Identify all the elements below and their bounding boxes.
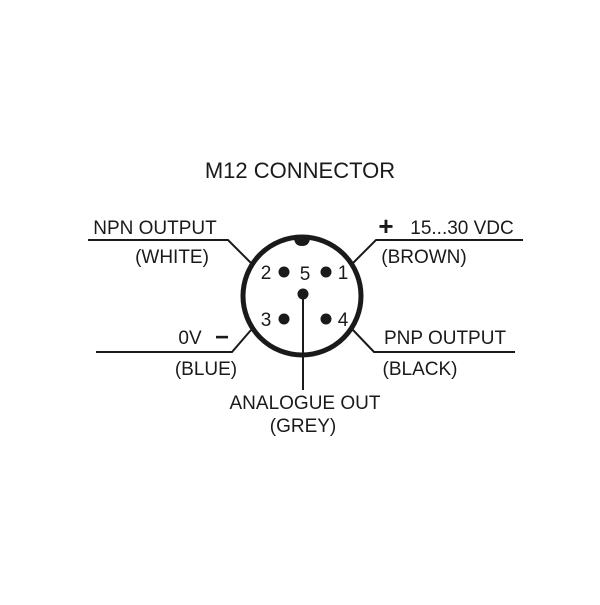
zero-volt-leader [96, 329, 252, 353]
analogue-out-color: (GREY) [270, 416, 337, 437]
supply-plus-sign: + [378, 211, 393, 241]
pin-2-contact [278, 266, 290, 278]
zero-volt-label: 0V [178, 328, 202, 349]
pnp-output-leader [352, 329, 515, 353]
pnp-output-color: (BLACK) [383, 359, 458, 380]
pin-3-number: 3 [261, 310, 272, 331]
npn-output-leader [88, 239, 252, 264]
supply-color: (BROWN) [381, 247, 466, 268]
pin-4-contact [320, 313, 332, 325]
npn-output-color: (WHITE) [135, 247, 209, 268]
analogue-out-label: ANALOGUE OUT [230, 393, 381, 414]
npn-output-label: NPN OUTPUT [93, 218, 217, 239]
pnp-output-label: PNP OUTPUT [384, 328, 507, 349]
pin-1-contact [320, 266, 332, 278]
zero-volt-color: (BLUE) [175, 359, 237, 380]
supply-leader [352, 239, 523, 264]
pin-5-number: 5 [300, 264, 311, 285]
pin-2-number: 2 [261, 263, 272, 284]
zero-volt-minus-sign: − [215, 324, 229, 351]
pin-1-number: 1 [338, 263, 349, 284]
pin-3-contact [278, 313, 290, 325]
supply-label: 15...30 VDC [410, 218, 514, 239]
connector-key-notch [294, 237, 310, 246]
pin-4-number: 4 [338, 310, 349, 331]
diagram-title: M12 CONNECTOR [205, 158, 395, 183]
